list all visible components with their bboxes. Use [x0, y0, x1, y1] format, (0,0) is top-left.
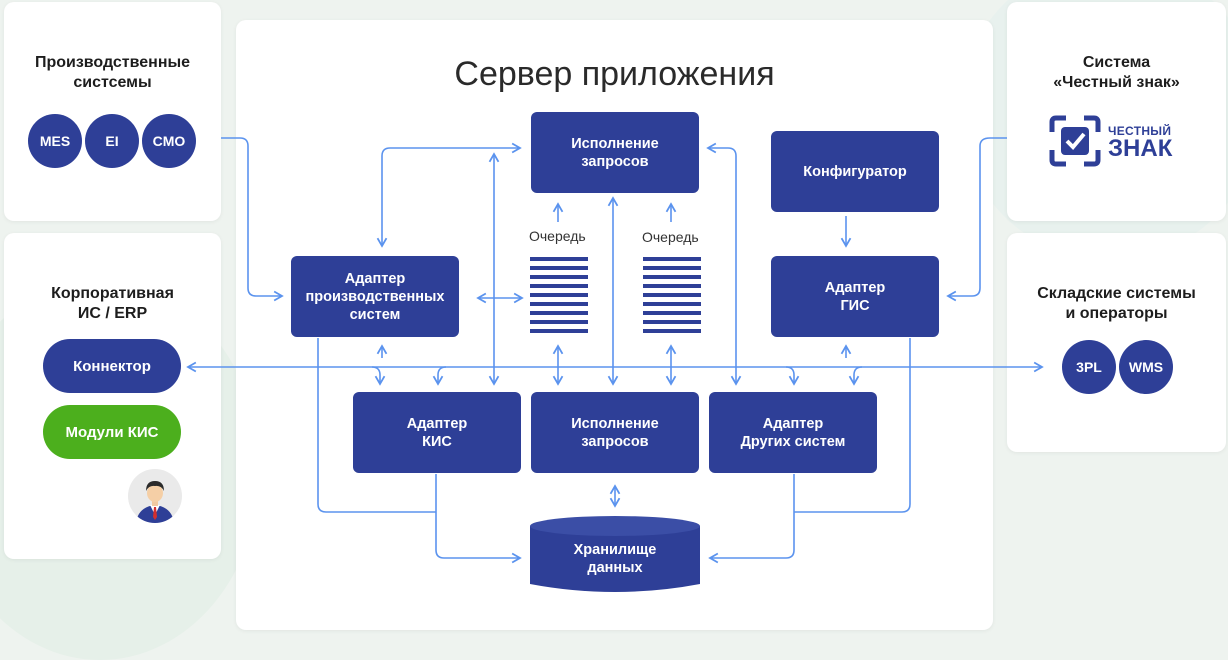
corporate-erp-title: Корпоративная ИС / ERP	[51, 285, 174, 322]
cylinder-shape	[530, 516, 700, 592]
adapter-other-box[interactable]: Адаптер Других систем	[709, 392, 877, 473]
kis-modules-pill[interactable]: Модули КИС	[43, 405, 181, 459]
queue-right-stack	[643, 257, 701, 333]
user-avatar-icon	[128, 469, 182, 523]
logo-line1: ЧЕСТНЫЙ	[1108, 124, 1172, 138]
adapter-gis-box[interactable]: Адаптер ГИС	[771, 256, 939, 337]
chestny-znak-panel: Система «Честный знак» ЧЕСТНЫЙ ЗНАК	[1007, 2, 1226, 221]
storage-label: Хранилище данных	[573, 542, 657, 576]
warehouse-systems-panel: Складские системы и операторы 3PL WMS	[1007, 233, 1226, 452]
corporate-erp-panel: Корпоративная ИС / ERP Коннектор Модули …	[4, 233, 221, 559]
exec-requests-top-box[interactable]: Исполнение запросов	[531, 112, 699, 193]
production-systems-title: Производственные систсемы	[34, 54, 191, 91]
production-systems-panel: Производственные систсемы MES EI CMO	[4, 2, 221, 221]
configurator-box[interactable]: Конфигуратор	[771, 131, 939, 212]
check-frame-icon	[1049, 115, 1101, 167]
adapter-production-box[interactable]: Адаптер производственных систем	[291, 256, 459, 337]
logo-line2: ЗНАК	[1108, 135, 1173, 162]
queue-left-label: Очередь	[529, 228, 586, 244]
connector-arrows	[186, 137, 1044, 564]
cmo-system[interactable]: CMO	[142, 114, 196, 168]
wms-system[interactable]: WMS	[1119, 340, 1173, 394]
queue-left-stack	[530, 257, 588, 333]
3pl-system[interactable]: 3PL	[1062, 340, 1116, 394]
exec-requests-bottom-box[interactable]: Исполнение запросов	[531, 392, 699, 473]
connector-pill[interactable]: Коннектор	[43, 339, 181, 393]
mes-system[interactable]: MES	[28, 114, 82, 168]
chestny-znak-logo: ЧЕСТНЫЙ ЗНАК	[1048, 114, 1188, 168]
data-storage-cylinder[interactable]: Хранилище данных	[530, 514, 700, 596]
app-server-title: Сервер приложения	[454, 55, 775, 93]
adapter-kis-box[interactable]: Адаптер КИС	[353, 392, 521, 473]
chestny-znak-title: Система «Честный знак»	[1053, 54, 1180, 91]
ei-system[interactable]: EI	[85, 114, 139, 168]
warehouse-systems-title: Складские системы и операторы	[1037, 285, 1196, 322]
queue-right-label: Очередь	[642, 229, 699, 245]
